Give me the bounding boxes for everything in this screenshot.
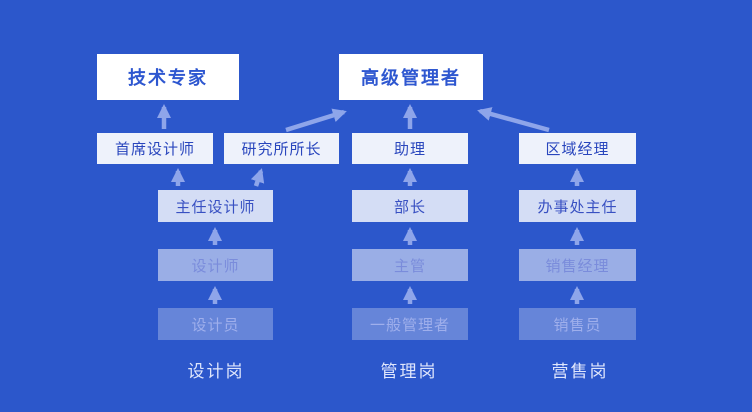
arrow-research-director-to-senior-manager	[285, 108, 347, 133]
node-principal-designer: 主任设计师	[158, 190, 273, 222]
node-junior-designer: 设计员	[158, 308, 273, 340]
node-salesperson: 销售员	[519, 308, 636, 340]
node-assistant: 助理	[352, 133, 468, 164]
node-research-institute-director: 研究所所长	[224, 133, 339, 164]
node-regional-manager: 区域经理	[519, 133, 636, 164]
node-office-director: 办事处主任	[519, 190, 636, 222]
track-label-sales: 营售岗	[551, 362, 609, 381]
arrow-regional-manager-to-senior-manager	[477, 107, 550, 133]
node-department-head: 部长	[352, 190, 468, 222]
node-sales-manager: 销售经理	[519, 249, 636, 281]
track-label-design: 设计岗	[187, 362, 245, 381]
node-chief-designer: 首席设计师	[97, 133, 213, 164]
node-designer: 设计师	[158, 249, 273, 281]
node-senior-manager: 高级管理者	[339, 54, 483, 100]
arrow-principal-designer-to-research-director	[250, 168, 265, 187]
node-technical-expert: 技术专家	[97, 54, 239, 100]
node-supervisor: 主管	[352, 249, 468, 281]
track-label-management: 管理岗	[380, 362, 438, 381]
node-general-manager: 一般管理者	[352, 308, 468, 340]
